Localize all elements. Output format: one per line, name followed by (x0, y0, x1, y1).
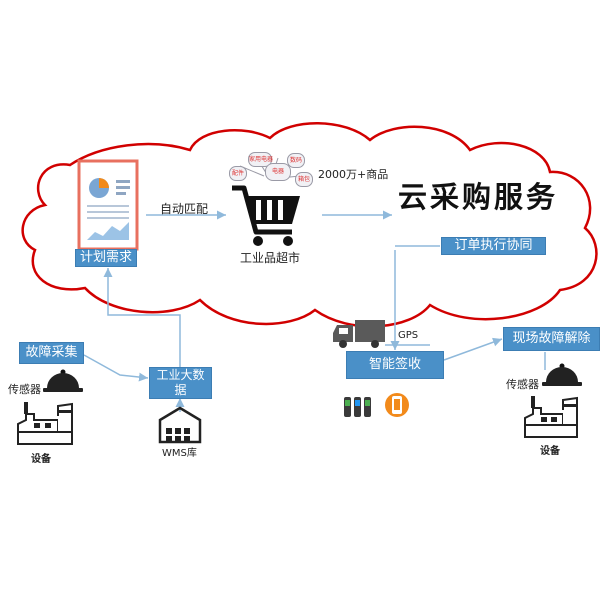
smart-signing-label: 智能签收 (368, 356, 421, 372)
fault-collection-label: 故障采集 (25, 344, 78, 360)
sensor-left-icon (43, 369, 83, 392)
plan-demand-box: 计划需求 (75, 249, 137, 267)
device-left-label: 设备 (31, 454, 51, 465)
onsite-fault-resolution-label: 现场故障解除 (512, 330, 591, 346)
industrial-big-data-label-line1: 工业大数 (156, 368, 205, 382)
category-bubble: 箱包 (295, 172, 313, 187)
sensor-left-label: 传感器 (8, 383, 41, 396)
category-bubble: 数码 (287, 153, 305, 168)
goods-count-label: 2000万+商品 (318, 168, 389, 181)
device-right-icon (524, 396, 578, 438)
cloud-outline (21, 122, 598, 328)
cloud-service-title: 云采购服务 (398, 180, 559, 214)
category-bubble: 家用电器 (248, 152, 273, 167)
fault-to-bigdata-connector (83, 354, 149, 382)
device-right-label: 设备 (540, 446, 560, 457)
order-coordination-box: 订单执行协同 (441, 237, 546, 255)
bigdata-to-plan-connector (103, 268, 181, 370)
market-label: 工业品超市 (240, 251, 301, 265)
category-bubble: 配件 (229, 166, 247, 181)
industrial-big-data-box: 工业大数 据 (149, 367, 212, 399)
smart-signing-box: 智能签收 (346, 351, 444, 379)
smartphone-icon (385, 393, 409, 417)
gps-label: GPS (398, 330, 419, 341)
fault-collection-box: 故障采集 (19, 342, 84, 364)
plan-demand-label: 计划需求 (79, 249, 132, 265)
plan-document-icon (77, 159, 139, 251)
sign-to-onsite-arrow (443, 337, 503, 361)
onsite-fault-resolution-box: 现场故障解除 (503, 327, 600, 351)
auto-match-label: 自动匹配 (160, 202, 209, 216)
handheld-scanner-icon (344, 397, 371, 417)
sensor-right-label: 传感器 (506, 378, 539, 391)
industrial-big-data-label-line2: 据 (174, 383, 187, 397)
order-coordination-label: 订单执行协同 (454, 237, 533, 253)
category-bubble: 电器 (265, 163, 291, 181)
wms-label: WMS库 (162, 448, 197, 459)
device-left-icon (17, 402, 73, 445)
truck-icon (333, 320, 385, 348)
warehouse-icon (158, 406, 202, 444)
sensor-right-icon (542, 363, 582, 386)
